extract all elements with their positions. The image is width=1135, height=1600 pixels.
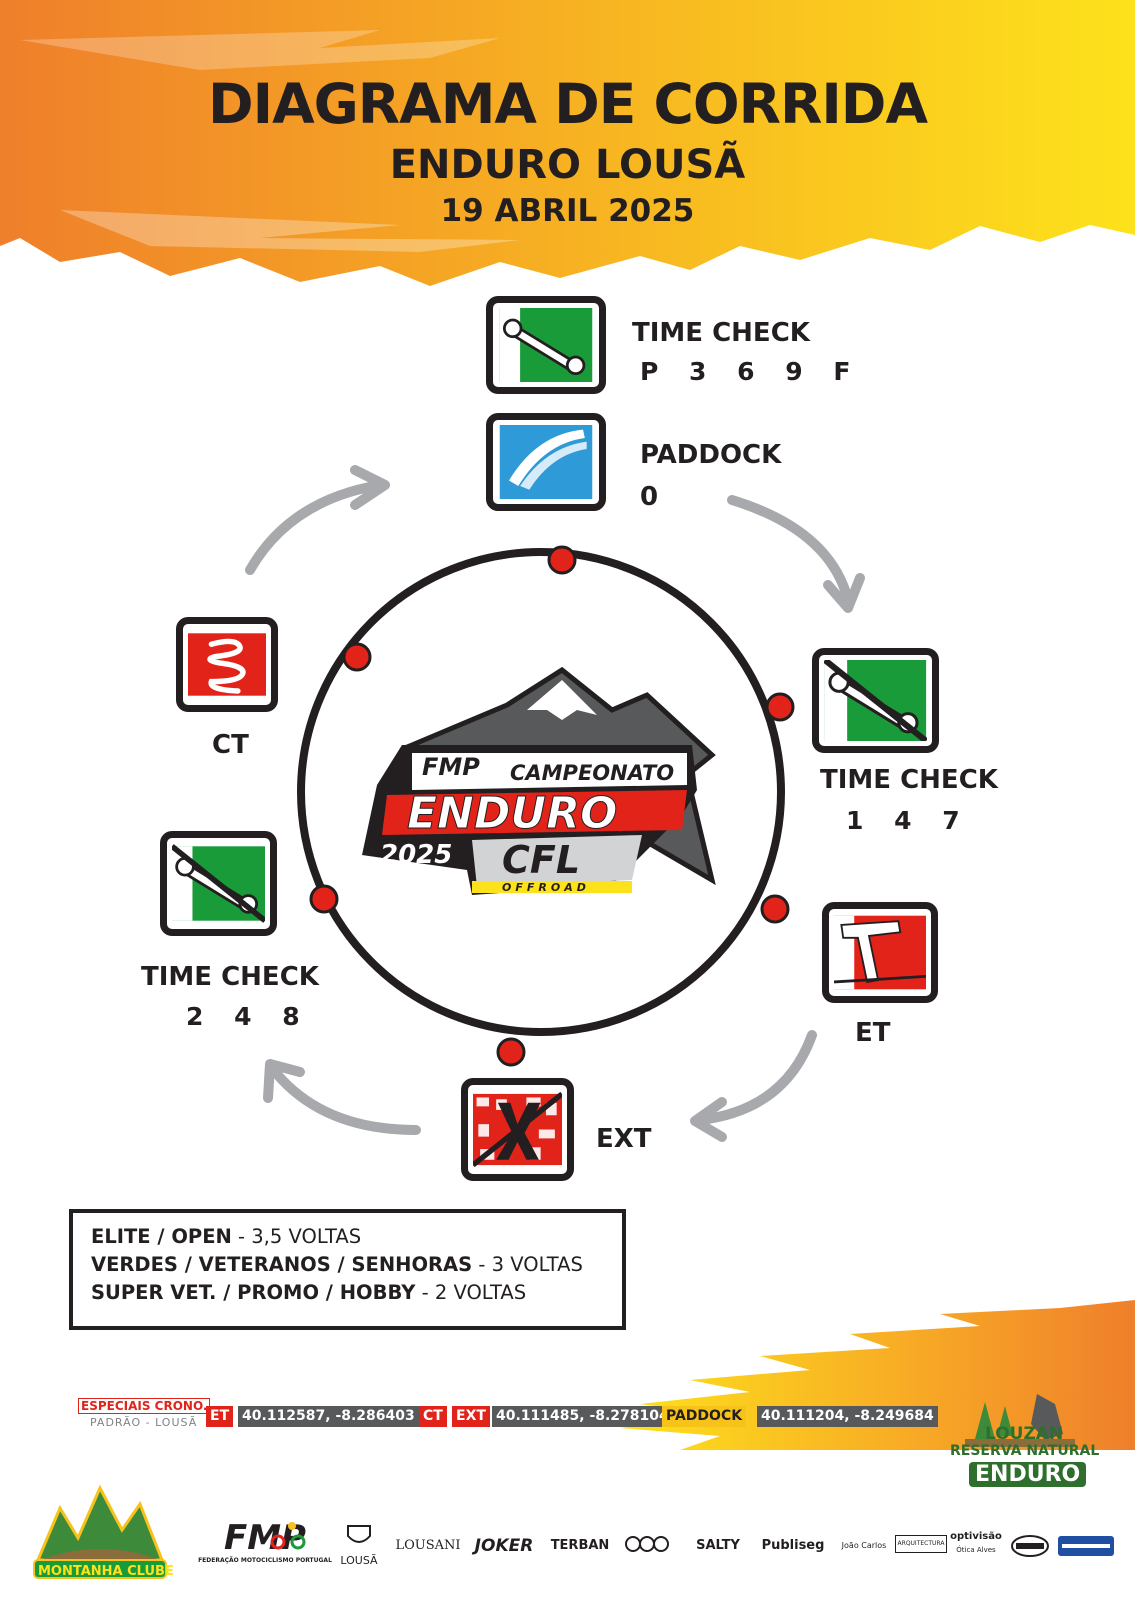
laps-row-super-vet: SUPER VET. / PROMO / HOBBY - 2 VOLTAS xyxy=(91,1279,604,1307)
sponsor-oval-icon xyxy=(1011,1535,1049,1557)
station-paddock xyxy=(486,413,606,511)
event-date: 19 ABRIL 2025 xyxy=(440,193,695,229)
ct-label: CT xyxy=(212,730,249,760)
fmp-subtitle: FEDERAÇÃO MOTOCICLISMO PORTUGAL xyxy=(198,1557,332,1564)
paddock-icon xyxy=(499,425,593,499)
louzan-line2: RESERVA NATURAL xyxy=(950,1443,1100,1459)
station-ext xyxy=(461,1078,574,1181)
montanha-clube-name: MONTANHA CLUBE xyxy=(38,1564,174,1579)
laps-count: - 3,5 VOLTAS xyxy=(231,1225,362,1248)
arrow-top-right-head xyxy=(823,573,865,613)
arrow-bottom-right-head xyxy=(690,1097,727,1142)
paddock-coords: 40.111204, -8.249684 xyxy=(757,1406,938,1427)
laps-classes: ELITE / OPEN xyxy=(91,1225,232,1248)
arrow-bottom-left xyxy=(267,1063,421,1135)
checkpoint-dot xyxy=(342,642,372,672)
lousa-crest-icon xyxy=(347,1525,371,1543)
sponsor-cdb-icon xyxy=(625,1536,669,1552)
sponsor-arquitectura: ARQUITECTURA xyxy=(895,1535,947,1553)
time-check-top-label: TIME CHECK xyxy=(632,318,810,348)
time-check-top-laps: P 3 6 9 F xyxy=(640,357,862,386)
checkpoint-dot xyxy=(765,692,795,722)
logo-year: 2025 xyxy=(380,840,452,870)
time-check-right-laps: 1 4 7 xyxy=(846,806,971,835)
et-tag: ET xyxy=(206,1406,234,1427)
paddock-lap: 0 xyxy=(640,482,659,512)
special-stages-title: ESPECIAIS CRONO. xyxy=(78,1398,211,1414)
time-check-left-laps: 2 4 8 xyxy=(186,1002,311,1031)
sponsor-terban: TERBAN xyxy=(550,1538,610,1553)
sponsor-fmp: FMP FEDERAÇÃO MOTOCICLISMO PORTUGAL xyxy=(195,1520,335,1572)
fmp-wordmark: FMP xyxy=(224,1518,306,1558)
course-diagram xyxy=(245,465,865,1142)
et-label: ET xyxy=(855,1018,891,1048)
arrow-top-left xyxy=(245,480,385,575)
wrench-crossed-icon xyxy=(172,844,265,923)
ext-tag: EXT xyxy=(452,1406,490,1427)
station-ct xyxy=(176,617,278,712)
time-check-right-label: TIME CHECK xyxy=(820,765,998,795)
laps-row-verdes: VERDES / VETERANOS / SENHORAS - 3 VOLTAS xyxy=(91,1251,604,1279)
event-name: ENDURO LOUSÃ xyxy=(389,142,746,188)
sponsor-publiseg: Publiseg xyxy=(761,1538,825,1553)
checkpoint-dot xyxy=(496,1037,526,1067)
et-coords: 40.112587, -8.286403 xyxy=(238,1406,419,1427)
page-title: DIAGRAMA DE CORRIDA xyxy=(207,72,928,136)
arrow-top-right xyxy=(727,495,853,605)
sponsor-salty: SALTY xyxy=(696,1538,740,1553)
laps-classes: SUPER VET. / PROMO / HOBBY xyxy=(91,1281,416,1304)
louzan-line3: ENDURO xyxy=(969,1462,1087,1487)
enduro-test-icon xyxy=(834,915,926,990)
logo-brand: FMP xyxy=(422,753,480,781)
sponsor-lousa: LOUSÃ xyxy=(340,1554,378,1567)
paddock-tag: PADDOCK xyxy=(662,1406,747,1427)
checkpoint-dot xyxy=(760,894,790,924)
header-brush-stroke xyxy=(0,0,1135,286)
checkpoint-dots xyxy=(309,545,795,1067)
extreme-test-icon xyxy=(473,1091,562,1168)
louzan-line1: LOUZAN xyxy=(985,1424,1064,1444)
checkpoint-dot xyxy=(547,545,577,575)
laps-row-elite: ELITE / OPEN - 3,5 VOLTAS xyxy=(91,1223,604,1251)
paddock-label: PADDOCK xyxy=(640,440,782,470)
arrow-top-left-head xyxy=(350,465,390,510)
optivisao-sub: Ótica Alves xyxy=(956,1546,996,1554)
optivisao-name: optivisão xyxy=(950,1531,1002,1542)
ext-label: EXT xyxy=(596,1124,652,1154)
sponsor-blue-icon xyxy=(1058,1536,1114,1556)
montanha-clube-logo xyxy=(33,1484,167,1579)
sponsor-lousani: LOUSANI xyxy=(395,1538,461,1553)
logo-cfl: CFL xyxy=(502,838,580,882)
sponsor-optivisao: optivisão Ótica Alves xyxy=(950,1529,1002,1563)
sponsor-joker: JOKER xyxy=(474,1536,534,1556)
checkpoint-dot xyxy=(309,884,339,914)
laps-box: ELITE / OPEN - 3,5 VOLTAS VERDES / VETER… xyxy=(69,1209,626,1330)
wrench-icon xyxy=(499,308,593,382)
louzan-enduro-logo xyxy=(965,1394,1075,1447)
cross-test-icon xyxy=(188,633,266,696)
course-loop xyxy=(297,548,785,1036)
laps-classes: VERDES / VETERANOS / SENHORAS xyxy=(91,1253,473,1276)
arrow-bottom-right xyxy=(695,1030,817,1125)
station-time-check-left xyxy=(160,831,277,936)
special-stages-location: PADRÃO - LOUSÃ xyxy=(90,1416,198,1429)
ct-tag: CT xyxy=(419,1406,447,1427)
wrench-crossed-icon xyxy=(824,660,927,741)
championship-logo: FMP CAMPEONATO ENDURO 2025 CFL OFFROAD xyxy=(362,666,716,895)
logo-enduro: ENDURO xyxy=(407,788,617,839)
ct-ext-coords: 40.111485, -8.278104 xyxy=(492,1406,673,1427)
laps-count: - 2 VOLTAS xyxy=(415,1281,527,1304)
arrow-bottom-left-head xyxy=(263,1059,305,1103)
time-check-left-label: TIME CHECK xyxy=(141,962,319,992)
logo-championship: CAMPEONATO xyxy=(510,761,674,785)
laps-count: - 3 VOLTAS xyxy=(472,1253,583,1276)
sponsor-joao-carlos: João Carlos xyxy=(841,1541,887,1550)
station-et xyxy=(822,902,938,1003)
fmp-moto-icon xyxy=(270,1522,306,1550)
station-time-check-top xyxy=(486,296,606,394)
station-time-check-right xyxy=(812,648,939,753)
logo-offroad: OFFROAD xyxy=(502,881,590,894)
